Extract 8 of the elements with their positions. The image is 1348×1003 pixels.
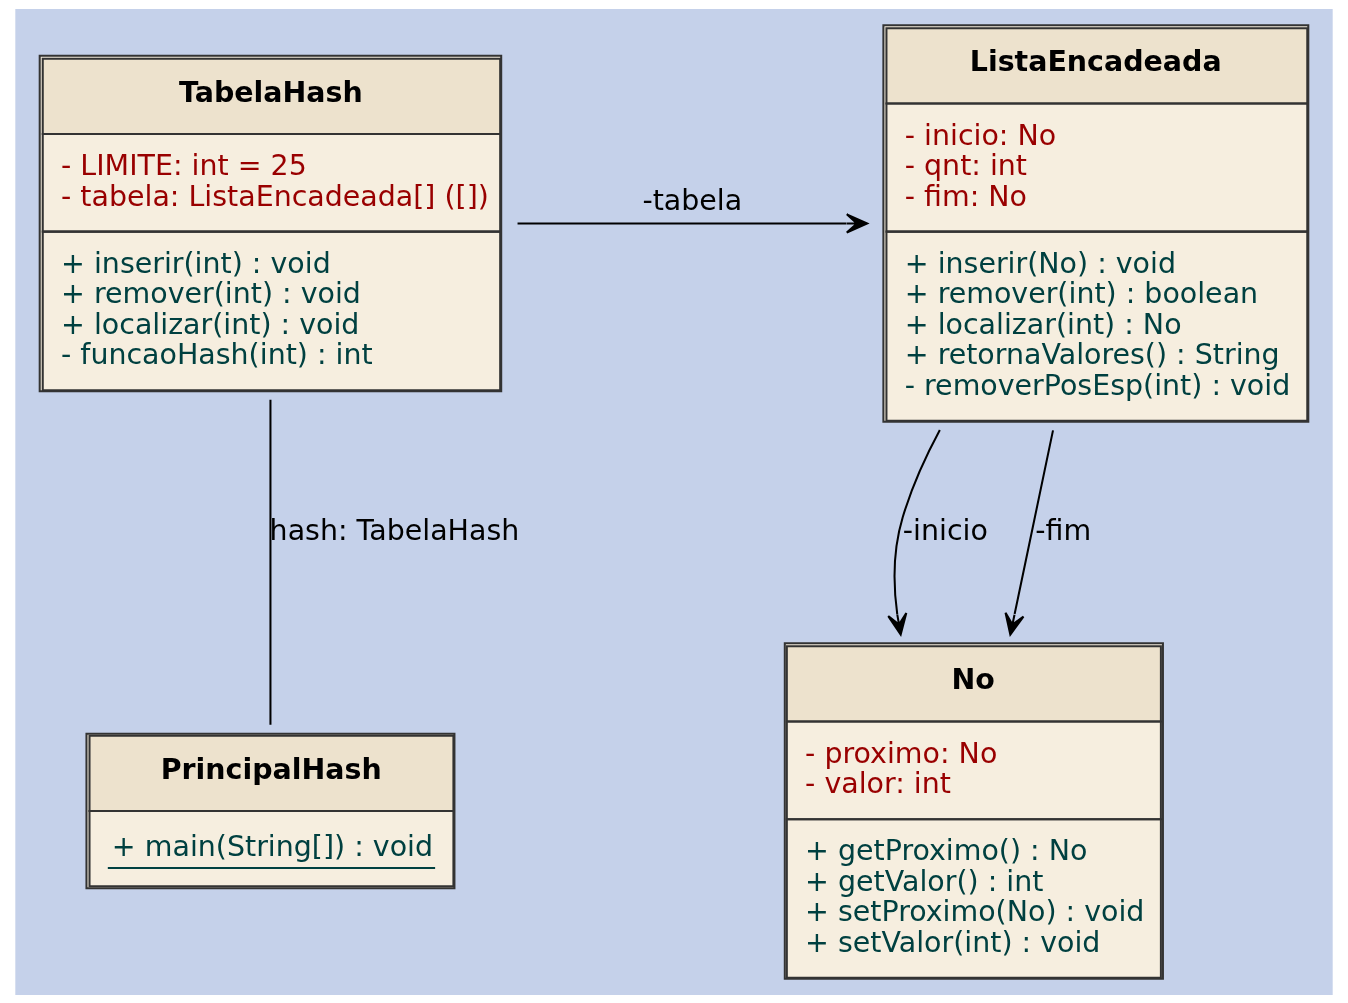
arrow (1004, 429, 1054, 636)
connector (269, 399, 272, 725)
edge-label: -tabela (642, 183, 743, 217)
edge-label: hash: TabelaHash (269, 513, 520, 547)
edge-label: -inicio (902, 513, 988, 547)
edge-label: -fim (1035, 513, 1092, 547)
arrow (517, 212, 869, 234)
arrow (887, 429, 941, 636)
